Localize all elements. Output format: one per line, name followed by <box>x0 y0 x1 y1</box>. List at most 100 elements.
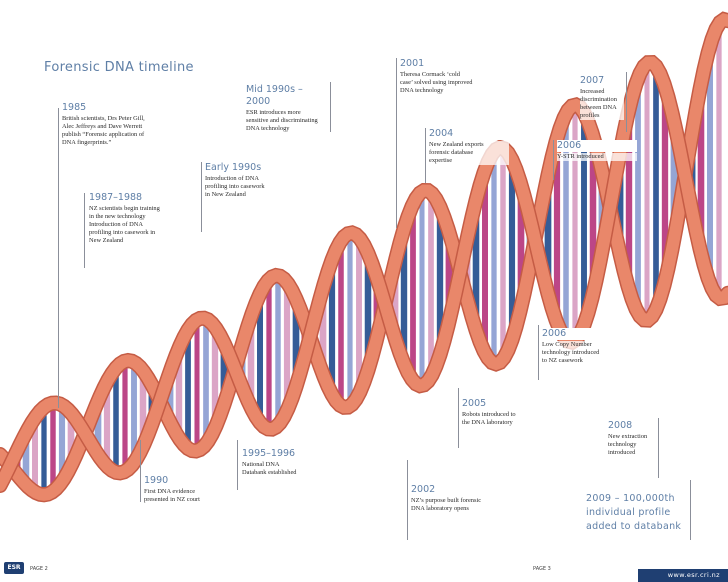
event-2008: 2008 New extraction technology introduce… <box>608 420 658 457</box>
event-2006-ystr: 2006 Y-STR introduced <box>557 140 637 161</box>
event-text: British scientists, Drs Peter Gill, Alec… <box>62 115 192 147</box>
timeline-pole <box>538 325 539 380</box>
event-text: New extraction technology introduced <box>608 433 658 457</box>
helix-base-pair <box>572 108 578 337</box>
helix-base-pair <box>113 371 119 469</box>
helix-base-pair <box>356 241 362 390</box>
helix-base-pair <box>410 208 416 377</box>
event-2004: 2004 New Zealand exports forensic databa… <box>429 128 509 165</box>
helix-base-pair <box>553 142 561 319</box>
event-text: ESR introduces more sensitive and discri… <box>246 109 328 133</box>
helix-base-pair <box>716 27 722 295</box>
event-text: New Zealand exports forensic database ex… <box>429 141 509 165</box>
helix-base-pair <box>707 49 713 280</box>
timeline-pole <box>407 460 408 540</box>
timeline-pole <box>553 140 554 180</box>
event-year: 2008 <box>608 420 658 432</box>
helix-base-pair <box>661 90 669 278</box>
event-text: Theresa Cormack ‘cold case’ solved using… <box>400 71 500 95</box>
event-text: Low Copy Number technology introduced to… <box>542 341 632 365</box>
helix-base-pair <box>508 163 516 336</box>
helix-base-pair <box>635 82 641 310</box>
helix-base-pair <box>266 283 272 426</box>
helix-base-pair <box>185 333 191 445</box>
helix-base-pair <box>58 409 66 478</box>
event-text: NZ’s purpose built forensic DNA laborato… <box>411 497 521 513</box>
helix-base-pair <box>257 297 263 419</box>
helix-base-pair <box>131 366 137 459</box>
event-year: Early 1990s <box>205 162 295 174</box>
event-1995-1996: 1995–1996 National DNA Databank establis… <box>242 448 332 477</box>
helix-base-pair <box>41 411 47 491</box>
timeline-pole <box>658 418 659 478</box>
helix-base-pair <box>347 236 353 403</box>
website-url[interactable]: www.esr.cri.nz <box>667 571 720 579</box>
helix-base-pair <box>50 406 56 488</box>
event-2005: 2005 Robots introduced to the DNA labora… <box>462 398 552 427</box>
helix-base-pair <box>653 70 659 306</box>
helix-base-pair <box>338 244 344 402</box>
helix-base-pair <box>500 152 506 356</box>
helix-base-pair <box>122 365 128 468</box>
event-text: Introduction of DNA profiling into casew… <box>205 175 295 199</box>
event-year: 1995–1996 <box>242 448 332 460</box>
helix-base-pair <box>400 232 408 360</box>
helix-base-pair <box>644 67 650 317</box>
timeline-pole <box>425 128 426 183</box>
event-2007: 2007 Increased discrimination between DN… <box>580 75 624 120</box>
event-text: Y-STR introduced <box>557 153 637 161</box>
event-year: 2006 <box>557 140 637 152</box>
event-text: NZ scientists begin training in the new … <box>89 205 199 245</box>
event-2006-lcn: 2006 Low Copy Number technology introduc… <box>542 328 632 365</box>
page-title: Forensic DNA timeline <box>44 60 194 75</box>
event-year: 2006 <box>542 328 632 340</box>
event-mid-1990s-2000: Mid 1990s – 2000 ESR introduces more sen… <box>246 84 328 133</box>
helix-base-pair <box>275 279 281 422</box>
helix-base-pair <box>419 195 425 382</box>
event-text: First DNA evidence presented in NZ court <box>144 488 254 504</box>
event-year: 2002 <box>411 484 521 496</box>
event-1987-1988: 1987–1988 NZ scientists begin training i… <box>89 192 199 245</box>
timeline-pole <box>626 72 627 132</box>
helix-base-pair <box>211 330 219 425</box>
event-year: 1985 <box>62 102 192 114</box>
event-year: 1990 <box>144 475 254 487</box>
helix-base-pair <box>283 286 291 407</box>
helix-base-pair <box>103 385 111 463</box>
event-text: Increased discrimination between DNA pro… <box>580 88 624 120</box>
event-text: Robots introduced to the DNA laboratory <box>462 411 552 427</box>
timeline-pole <box>458 388 459 448</box>
helix-base-pair <box>32 421 38 489</box>
event-year: 2007 <box>580 75 624 87</box>
timeline-pole <box>690 480 691 540</box>
timeline-pole <box>58 108 59 408</box>
timeline-pole <box>396 58 397 228</box>
event-text: National DNA Databank established <box>242 461 332 477</box>
event-1990: 1990 First DNA evidence presented in NZ … <box>144 475 254 504</box>
timeline-pole <box>330 82 331 132</box>
helix-base-pair <box>203 322 209 441</box>
event-year: 1987–1988 <box>89 192 199 204</box>
helix-base-pair <box>491 155 497 360</box>
helix-base-pair <box>328 263 336 391</box>
page-number-left: PAGE 2 <box>30 566 48 572</box>
event-year: Mid 1990s – 2000 <box>246 84 328 108</box>
timeline-pole <box>201 162 202 232</box>
event-1985: 1985 British scientists, Drs Peter Gill,… <box>62 102 192 147</box>
event-year: 2005 <box>462 398 552 410</box>
helix-base-pair <box>482 173 488 350</box>
helix-base-pair <box>194 323 200 447</box>
timeline-pole <box>140 440 141 502</box>
helix-base-pair <box>581 116 587 322</box>
event-2002: 2002 NZ’s purpose built forensic DNA lab… <box>411 484 521 513</box>
event-early-1990s: Early 1990s Introduction of DNA profilin… <box>205 162 295 199</box>
timeline-pole <box>237 440 238 490</box>
esr-logo: ESR <box>4 562 24 574</box>
helix-base-pair <box>436 210 444 351</box>
url-bar: www.esr.cri.nz <box>638 569 728 582</box>
helix-base-pair <box>428 196 434 373</box>
helix-backbone <box>0 56 728 492</box>
timeline-pole <box>84 193 85 268</box>
milestone-2009: 2009 – 100,000th individual profile adde… <box>586 493 682 532</box>
